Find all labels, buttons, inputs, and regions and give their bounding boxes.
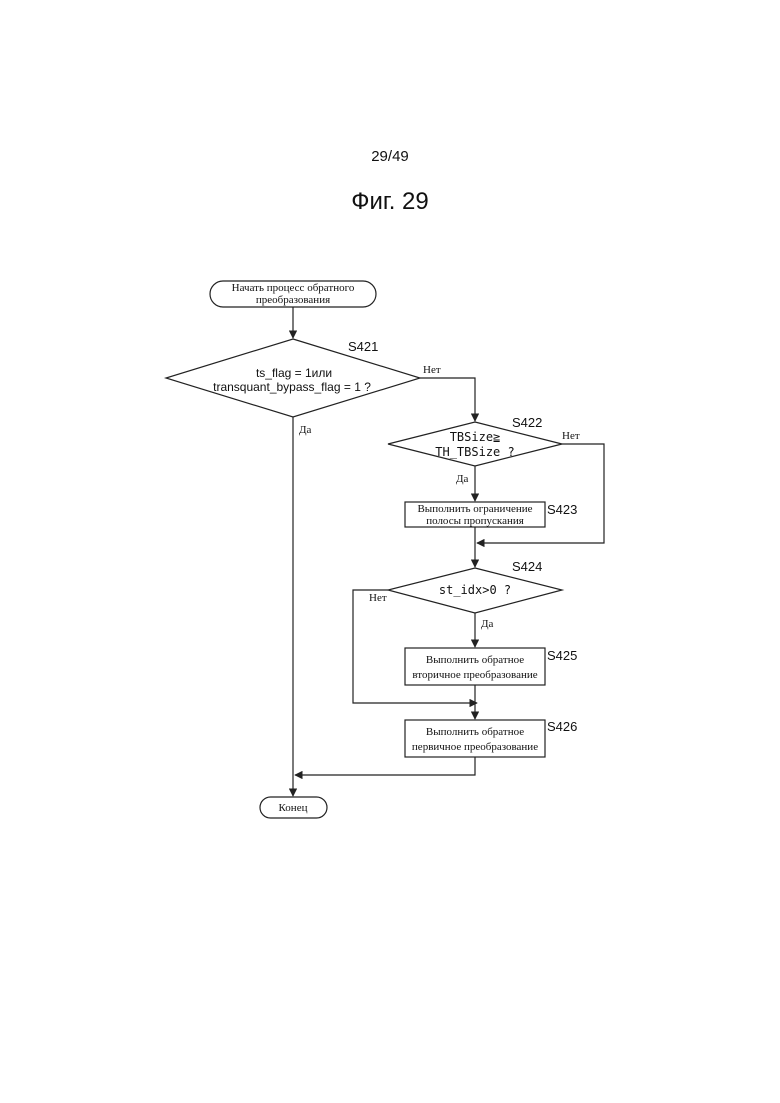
step-id-s422: S422	[512, 415, 542, 430]
s424-condition-line1: st_idx>0 ?	[439, 583, 511, 597]
s426-label-line1: Выполнить обратное	[426, 726, 524, 738]
s421-no-label: Нет	[423, 364, 441, 376]
step-id-s426: S426	[547, 719, 577, 734]
s424-no-label: Нет	[369, 592, 387, 604]
decision-s422: S422 TBSize≧ TH_TBSize ? Нет Да	[388, 415, 580, 485]
s423-label-line1: Выполнить ограничение	[417, 503, 532, 515]
connector-s426-end	[295, 757, 475, 775]
s422-yes-label: Да	[456, 473, 469, 485]
s422-condition-line2: TH_TBSize ?	[435, 445, 514, 459]
start-terminator: Начать процесс обратного преобразования	[210, 281, 376, 307]
end-label: Конец	[279, 802, 308, 814]
s422-condition-line1: TBSize≧	[450, 430, 501, 444]
connector-s421-no-s422	[420, 378, 475, 421]
process-s426: Выполнить обратное первичное преобразова…	[405, 719, 577, 757]
start-label-line2: преобразования	[256, 294, 330, 306]
start-label-line1: Начать процесс обратного	[232, 282, 355, 294]
step-id-s423: S423	[547, 502, 577, 517]
s421-condition-line2: transquant_bypass_flag = 1 ?	[213, 380, 371, 394]
end-terminator: Конец	[260, 797, 327, 818]
s423-label-line2: полосы пропускания	[426, 515, 524, 527]
s421-condition-line1: ts_flag = 1или	[256, 366, 332, 380]
s426-label-line2: первичное преобразование	[412, 741, 538, 753]
step-id-s424: S424	[512, 559, 542, 574]
decision-s421: S421 ts_flag = 1или transquant_bypass_fl…	[166, 339, 441, 436]
step-id-s425: S425	[547, 648, 577, 663]
process-s423: Выполнить ограничение полосы пропускания…	[405, 502, 577, 527]
s422-no-label: Нет	[562, 430, 580, 442]
s425-label-line1: Выполнить обратное	[426, 654, 524, 666]
decision-s424: S424 st_idx>0 ? Нет Да	[369, 559, 562, 630]
process-s425: Выполнить обратное вторичное преобразова…	[405, 648, 577, 685]
s421-yes-label: Да	[299, 424, 312, 436]
s424-yes-label: Да	[481, 618, 494, 630]
s425-label-line2: вторичное преобразование	[412, 669, 537, 681]
step-id-s421: S421	[348, 339, 378, 354]
